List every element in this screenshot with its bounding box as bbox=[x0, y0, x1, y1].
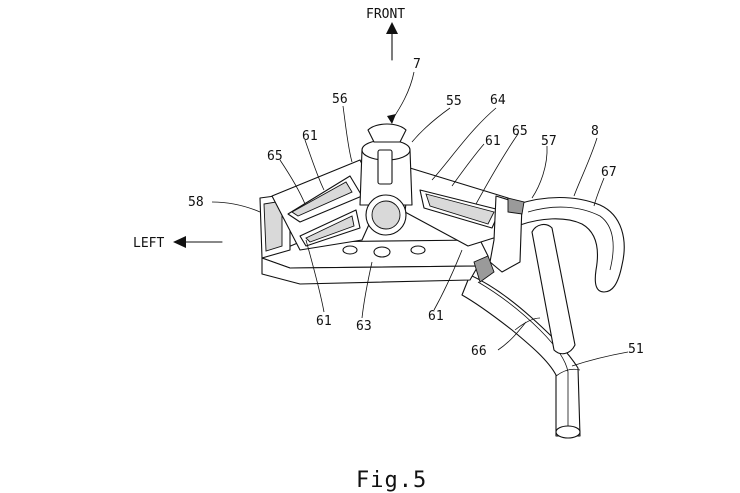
label-64: 64 bbox=[490, 93, 506, 108]
left-label: LEFT bbox=[133, 236, 164, 251]
post-slot bbox=[378, 150, 392, 184]
figure-caption: Fig.5 bbox=[356, 468, 427, 493]
label-61-lower-right: 61 bbox=[428, 309, 444, 324]
hole-2 bbox=[374, 247, 390, 257]
leader-7-arrowhead bbox=[387, 114, 396, 124]
front-label: FRONT bbox=[366, 7, 405, 22]
front-arrow-head bbox=[386, 22, 398, 34]
hole-1 bbox=[343, 246, 357, 254]
left-arrow-head bbox=[173, 236, 186, 248]
label-66: 66 bbox=[471, 344, 487, 359]
label-51: 51 bbox=[628, 342, 644, 357]
leader-67 bbox=[594, 178, 604, 206]
leader-7 bbox=[392, 72, 414, 120]
left-direction-indicator: LEFT bbox=[133, 236, 222, 251]
leader-57 bbox=[532, 146, 547, 198]
hole-3 bbox=[411, 246, 425, 254]
label-7: 7 bbox=[413, 57, 421, 72]
label-8: 8 bbox=[591, 124, 599, 139]
label-65-right: 65 bbox=[512, 124, 528, 139]
pipe-67-body bbox=[515, 198, 624, 293]
label-61-upper-right: 61 bbox=[485, 134, 501, 149]
label-61-upper-left: 61 bbox=[302, 129, 318, 144]
top-cap bbox=[368, 124, 406, 142]
label-63: 63 bbox=[356, 319, 372, 334]
front-direction-indicator: FRONT bbox=[366, 7, 405, 60]
leader-51 bbox=[572, 352, 628, 366]
label-55: 55 bbox=[446, 94, 462, 109]
leader-8 bbox=[574, 138, 597, 196]
leader-58 bbox=[212, 202, 260, 212]
leader-55 bbox=[412, 108, 450, 142]
label-56: 56 bbox=[332, 92, 348, 107]
label-67: 67 bbox=[601, 165, 617, 180]
label-57: 57 bbox=[541, 134, 557, 149]
label-65-left: 65 bbox=[267, 149, 283, 164]
center-boss-inner bbox=[372, 201, 400, 229]
label-61-lower-left: 61 bbox=[316, 314, 332, 329]
right-clip-upper bbox=[508, 198, 524, 214]
leader-56 bbox=[343, 106, 352, 162]
label-58: 58 bbox=[188, 195, 204, 210]
pipe-end-cap bbox=[556, 426, 580, 438]
